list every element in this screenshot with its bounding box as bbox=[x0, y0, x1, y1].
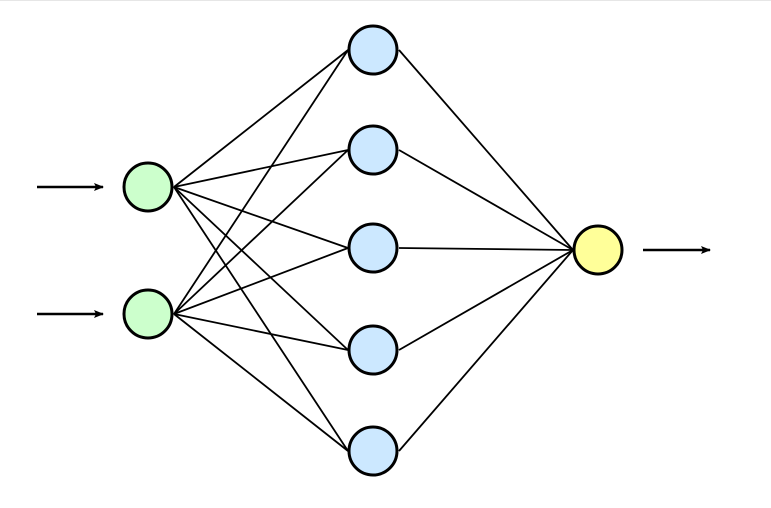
edge bbox=[398, 247, 574, 251]
edge bbox=[173, 49, 349, 188]
hidden-node bbox=[347, 124, 399, 176]
hidden-node bbox=[347, 425, 399, 477]
arrows bbox=[37, 183, 711, 318]
input-node bbox=[122, 161, 174, 213]
hidden-node bbox=[347, 324, 399, 376]
edge bbox=[398, 249, 574, 351]
edge bbox=[173, 313, 349, 351]
output-node bbox=[572, 224, 624, 276]
edge bbox=[398, 149, 574, 251]
edge bbox=[398, 49, 574, 251]
edges bbox=[173, 49, 574, 452]
edge bbox=[173, 247, 349, 315]
edge bbox=[173, 313, 349, 452]
edge bbox=[173, 186, 349, 351]
edge bbox=[173, 49, 349, 315]
edge bbox=[173, 149, 349, 188]
input-node bbox=[122, 288, 174, 340]
hidden-node bbox=[347, 24, 399, 76]
edge bbox=[173, 186, 349, 452]
edge bbox=[173, 186, 349, 249]
hidden-node bbox=[347, 222, 399, 274]
top-border bbox=[0, 0, 771, 1]
edge bbox=[398, 249, 574, 452]
edge bbox=[173, 149, 349, 315]
nodes bbox=[122, 24, 624, 477]
